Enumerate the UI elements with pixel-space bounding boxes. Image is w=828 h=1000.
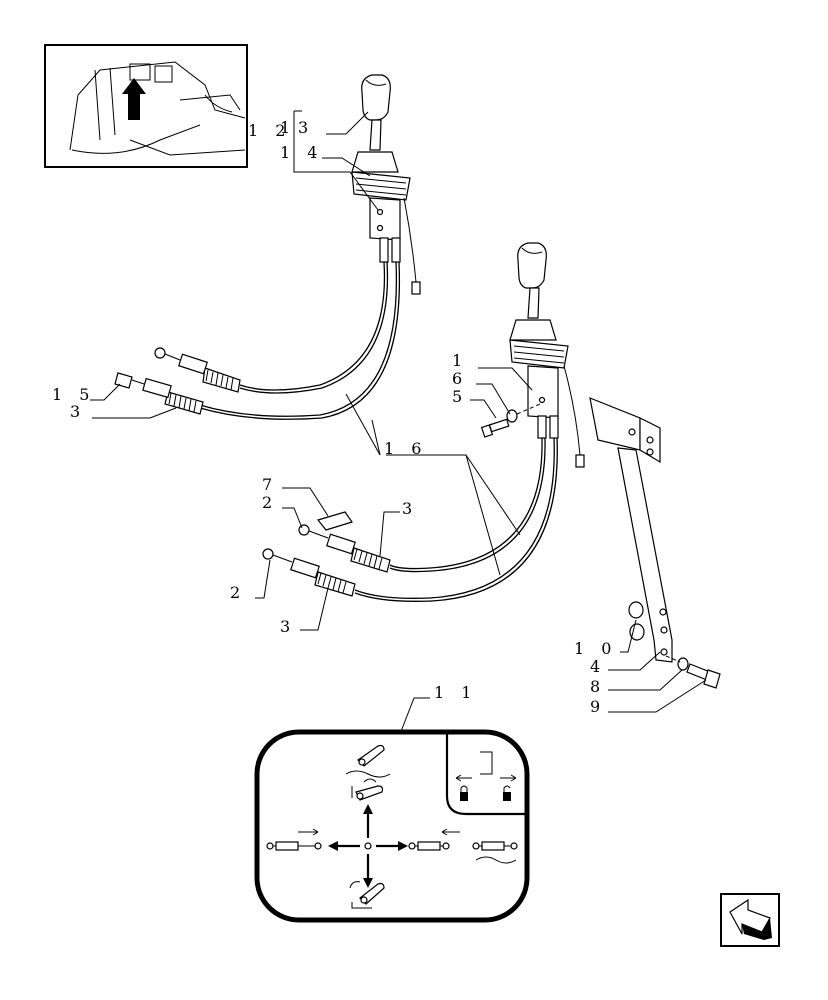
callout-7: 7 xyxy=(262,475,278,494)
callout-2-low: 2 xyxy=(230,583,246,602)
callout-13-prefix: 1 xyxy=(280,118,296,137)
cable-end-upper-2 xyxy=(114,372,204,415)
callout-10: 1 0 xyxy=(574,639,617,658)
callout-3-upper: 3 xyxy=(70,402,86,421)
leader-lines xyxy=(90,110,707,735)
callout-11: 1 1 xyxy=(434,683,477,702)
callout-3-mid: 3 xyxy=(402,499,418,518)
callout-12: 1 2 xyxy=(248,121,291,140)
callout-13: 3 xyxy=(298,118,314,137)
callout-6: 6 xyxy=(452,369,468,388)
bolt-and-washer xyxy=(480,403,541,438)
cable-end-lower-2 xyxy=(262,548,356,597)
callout-16: 1 6 xyxy=(384,439,427,458)
next-page-arrow-icon[interactable] xyxy=(720,893,780,947)
callout-14: 1 4 xyxy=(280,143,323,162)
callout-1: 1 xyxy=(452,351,468,370)
callout-labels: 1 2 1 3 1 4 1 5 3 1 6 5 1 6 7 2 3 2 3 1 … xyxy=(52,118,617,716)
callout-3-low: 3 xyxy=(280,617,296,636)
callout-8: 8 xyxy=(590,677,606,696)
upper-joystick-assembly xyxy=(114,74,421,420)
tractor-cab-location-icon xyxy=(44,44,248,168)
callout-4: 4 xyxy=(590,657,606,676)
mounting-bracket-icon xyxy=(589,397,721,689)
retaining-clip xyxy=(316,511,353,531)
control-pattern-decal-icon xyxy=(254,729,530,923)
lower-joystick-assembly xyxy=(262,242,585,602)
callout-5: 5 xyxy=(452,387,468,406)
joystick-lever-icon xyxy=(351,74,421,295)
callout-15: 1 5 xyxy=(52,385,95,404)
callout-9: 9 xyxy=(590,697,606,716)
cable-end-upper-1 xyxy=(154,347,241,393)
callout-2-mid: 2 xyxy=(262,493,278,512)
joystick-lever-icon xyxy=(509,242,585,468)
